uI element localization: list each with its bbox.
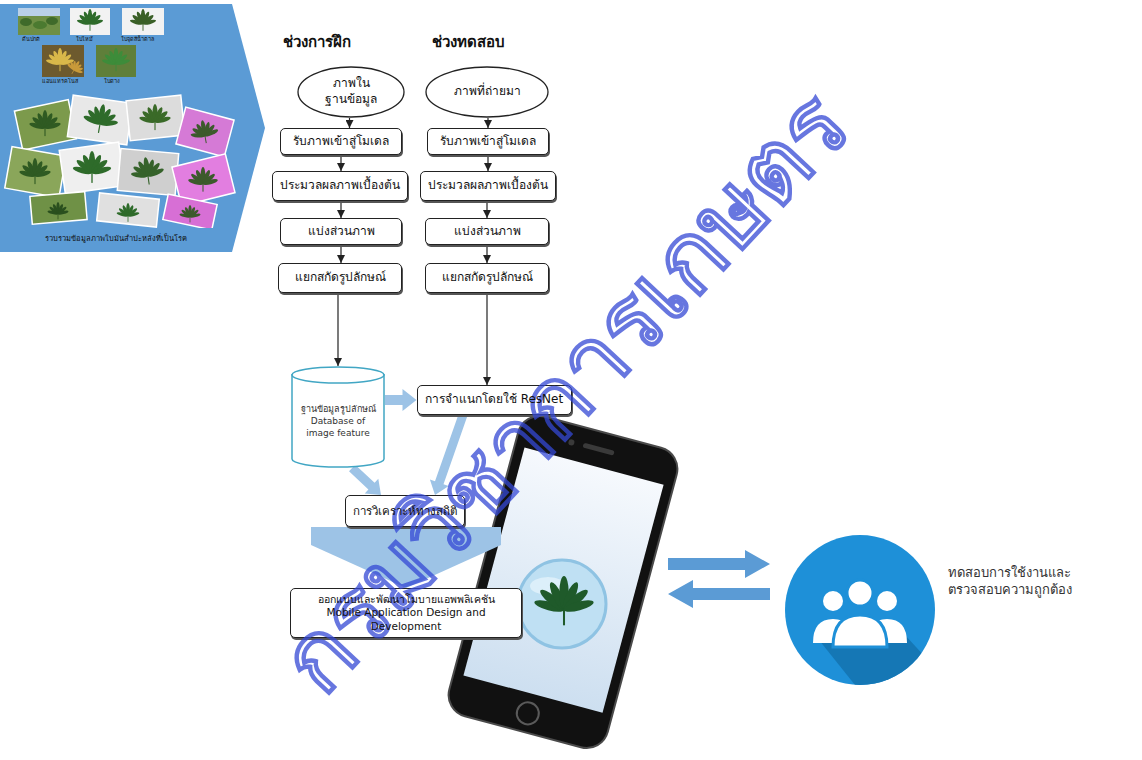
data-flow-arrow: [385, 389, 417, 411]
circle-shape: [785, 535, 935, 685]
node-text: แบ่งส่วนภาพ: [454, 224, 521, 240]
leaf-thumbnails: [0, 0, 250, 228]
process-box: ประมวลผลภาพเบื้องต้น: [420, 171, 556, 201]
ellipse-shape: [426, 67, 548, 117]
label-anchor: ใบจุดสีน้ำตาล: [121, 36, 154, 43]
text-run: การจำแนกโดยใช้: [425, 392, 517, 406]
text-run: รับภาพเข้าสู่โมเดล: [440, 134, 536, 148]
text-run: ประมวลผลภาพเบื้องต้น: [280, 178, 400, 192]
label-anchor: ช่วงการฝึก: [283, 33, 351, 51]
label-anchor: ช่วงทดสอบ: [432, 33, 505, 51]
text-run: ภาพใน: [333, 76, 370, 90]
node-text: การวิเคราะห์ทางสถิติ: [353, 504, 457, 519]
text-run: ฐานข้อมูล: [325, 92, 377, 106]
text-run: แบ่งส่วนภาพ: [454, 224, 521, 238]
node-text: รับภาพเข้าสู่โมเดล: [440, 134, 536, 150]
phase-heading: ช่วงการฝึก: [283, 33, 351, 51]
text-run: and: [466, 606, 486, 618]
text-run: ฐานข้อมูลรูปลักษณ์: [301, 404, 376, 414]
node-text: แบ่งส่วนภาพ: [308, 224, 375, 240]
text-run: feature: [337, 428, 370, 438]
thumbnail-caption: แอนแทรคโนส: [42, 78, 78, 85]
text-run: รับภาพเข้าสู่โมเดล: [293, 134, 389, 148]
text-run: แอนแทรคโนส: [42, 78, 78, 84]
process-box: รับภาพเข้าสู่โมเดล: [427, 128, 549, 155]
node-text: ภาพใน ฐานข้อมูล: [311, 76, 391, 107]
text-run: ช่วงทดสอบ: [432, 33, 505, 51]
process-box: แบ่งส่วนภาพ: [425, 218, 549, 245]
flow-arrow: [487, 155, 488, 171]
node-text: แยกสกัดรูปลักษณ์: [442, 270, 533, 286]
text-run: แยกสกัดรูปลักษณ์: [295, 270, 386, 284]
node-text: ภาพที่ถ่ายมา: [454, 84, 521, 100]
text-run: รวบรวมข้อมูลภาพใบมันสำปะหลังที่เป็นโรค: [45, 234, 187, 243]
text-run: ใบจุดสีน้ำตาล: [121, 36, 154, 42]
thumbnail-caption: ใบด่าง: [104, 78, 120, 85]
text-run: Mobile: [326, 606, 360, 618]
process-box: แยกสกัดรูปลักษณ์: [425, 263, 549, 293]
people-icon: [785, 535, 935, 685]
phase-heading: ช่วงทดสอบ: [432, 33, 505, 51]
text-run: แยกสกัดรูปลักษณ์: [442, 270, 533, 284]
flow-arrow: [340, 201, 341, 218]
text-run: Design: [426, 606, 462, 618]
node-text: ออกแบบและพัฒนาโมบายแอพพลิเคชัน Mobile Ap…: [308, 593, 504, 634]
flow-arrow: [487, 118, 488, 128]
flow-arrow: [486, 293, 487, 385]
app-box: ออกแบบและพัฒนาโมบายแอพพลิเคชัน Mobile Ap…: [290, 588, 522, 638]
thumbnail-caption: ใบไหม้: [76, 36, 93, 43]
process-box: แยกสกัดรูปลักษณ์: [278, 263, 402, 293]
label-anchor: ใบไหม้: [76, 36, 93, 43]
flow-arrow: [337, 293, 338, 366]
flow-arrow: [340, 155, 341, 171]
flow-arrow: [349, 118, 350, 128]
feature-database: ฐานข้อมูลรูปลักษณ์ Database of image fea…: [291, 366, 385, 468]
node-text: แยกสกัดรูปลักษณ์: [295, 270, 386, 286]
cylinder-body: [292, 374, 384, 467]
text-run: ออกแบบและพัฒนาโมบายแอพพลิเคชัน: [318, 593, 495, 605]
text-run: ประมวลผลภาพเบื้องต้น: [428, 178, 548, 192]
thumbnail-caption: ใบจุดสีน้ำตาล: [121, 36, 154, 43]
text-run: ใบไหม้: [76, 36, 93, 42]
flow-arrow: [486, 245, 487, 263]
text-run: การวิเคราะห์ทางสถิติ: [353, 504, 457, 518]
label-anchor: ใบด่าง: [104, 78, 120, 85]
data-flow-arrow: [349, 465, 381, 495]
flow-arrow: [486, 201, 487, 218]
process-box: แบ่งส่วนภาพ: [280, 218, 402, 245]
input-ellipse: ภาพใน ฐานข้อมูล: [297, 66, 405, 118]
text-run: ภาพที่ถ่ายมา: [454, 84, 521, 98]
label-anchor: ต้นปกติ: [22, 36, 40, 43]
panel-caption: รวบรวมข้อมูลภาพใบมันสำปะหลังที่เป็นโรค: [45, 234, 187, 244]
text-run: ทดสอบการใช้งานและ: [948, 565, 1071, 580]
panel-shape: [0, 4, 265, 252]
flow-arrow: [340, 245, 341, 263]
ellipse-shape: [298, 67, 404, 117]
thumbnail-caption: ต้นปกติ: [22, 36, 40, 43]
node-text: รับภาพเข้าสู่โมเดล: [293, 134, 389, 150]
cylinder-top: [292, 367, 384, 383]
text-run: of: [357, 416, 366, 426]
node-text: ประมวลผลภาพเบื้องต้น: [428, 178, 548, 194]
node-text: ประมวลผลภาพเบื้องต้น: [280, 178, 400, 194]
text-run: ใบด่าง: [104, 78, 120, 84]
process-box: ประมวลผลภาพเบื้องต้น: [272, 171, 408, 201]
label-anchor: แอนแทรคโนส: [42, 78, 78, 85]
label-anchor: กรมวิชาการเกษตร: [565, 392, 1142, 507]
input-ellipse: ภาพที่ถ่ายมา: [425, 66, 549, 118]
text-run: ช่วงการฝึก: [283, 33, 351, 51]
text-run: image: [306, 428, 334, 438]
text-run: Application: [364, 606, 423, 618]
node-text: ฐานข้อมูลรูปลักษณ์ Database of image fea…: [297, 404, 379, 439]
process-box: รับภาพเข้าสู่โมเดล: [280, 128, 402, 155]
text-run: ResNet: [521, 392, 564, 406]
text-run: ต้นปกติ: [22, 36, 40, 42]
text-run: Database: [311, 416, 354, 426]
node-text: การจำแนกโดยใช้ ResNet: [425, 392, 563, 408]
text-run: แบ่งส่วนภาพ: [308, 224, 375, 238]
text-run: ตรวจสอบความถูกต้อง: [948, 582, 1072, 597]
text-run: Development: [371, 620, 442, 632]
circle-caption: ทดสอบการใช้งานและ ตรวจสอบความถูกต้อง: [948, 565, 1126, 599]
